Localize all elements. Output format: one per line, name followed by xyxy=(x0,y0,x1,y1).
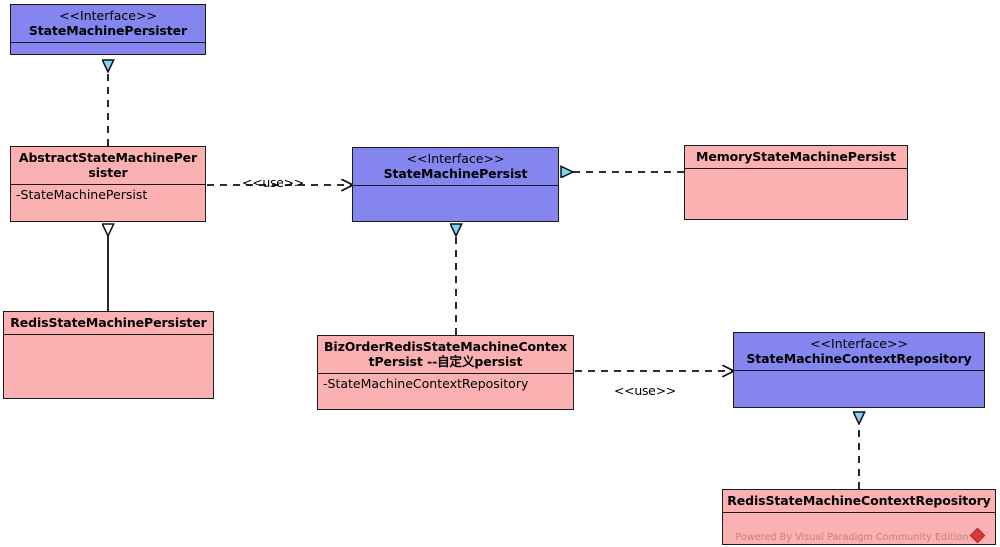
class-attributes xyxy=(11,43,205,54)
class-header: MemoryStateMachinePersist xyxy=(685,146,907,169)
class-header: <<Interface>> StateMachineContextReposit… xyxy=(734,333,984,371)
stereotype-label: <<Interface>> xyxy=(59,8,157,23)
class-attributes xyxy=(353,186,558,221)
uml-class-redis-state-machine-context-repository[interactable]: RedisStateMachineContextRepository Power… xyxy=(722,489,996,545)
uml-class-state-machine-persister-interface[interactable]: <<Interface>> StateMachinePersister xyxy=(10,4,206,55)
edge-label-use-bizorder-repository: <<use>> xyxy=(614,383,676,398)
class-header: AbstractStateMachinePer sister xyxy=(11,147,205,185)
class-name-label: AbstractStateMachinePer sister xyxy=(18,150,198,180)
class-name-label: RedisStateMachineContextRepository xyxy=(727,493,991,508)
class-name-label: BizOrderRedisStateMachineContex tPersist… xyxy=(323,339,568,369)
uml-class-state-machine-context-repository-interface[interactable]: <<Interface>> StateMachineContextReposit… xyxy=(733,332,985,408)
uml-class-biz-order-redis-state-machine-context-persist[interactable]: BizOrderRedisStateMachineContex tPersist… xyxy=(317,335,574,410)
uml-class-abstract-state-machine-persister[interactable]: AbstractStateMachinePer sister -StateMac… xyxy=(10,146,206,222)
attribute-row: -StateMachinePersist xyxy=(16,187,148,202)
vp-watermark-text: Powered By Visual Paradigm Community Edi… xyxy=(735,532,969,543)
class-attributes xyxy=(734,371,984,407)
class-attributes: -StateMachineContextRepository xyxy=(318,374,573,409)
class-header: RedisStateMachineContextRepository xyxy=(723,490,995,513)
class-name-label: StateMachineContextRepository xyxy=(746,351,972,366)
uml-class-redis-state-machine-persister[interactable]: RedisStateMachinePersister xyxy=(3,311,214,399)
class-header: BizOrderRedisStateMachineContex tPersist… xyxy=(318,336,573,374)
attribute-row: -StateMachineContextRepository xyxy=(323,376,529,391)
class-name-label: StateMachinePersister xyxy=(28,23,188,38)
class-name-label: RedisStateMachinePersister xyxy=(10,315,207,330)
uml-class-state-machine-persist-interface[interactable]: <<Interface>> StateMachinePersist xyxy=(352,147,559,222)
edge-label-use-abstract-persist: <<use>> xyxy=(242,175,304,190)
class-attributes: -StateMachinePersist xyxy=(11,185,205,221)
class-header: <<Interface>> StateMachinePersist xyxy=(353,148,558,186)
vp-watermark: Powered By Visual Paradigm Community Edi… xyxy=(723,527,995,544)
stereotype-label: <<Interface>> xyxy=(810,336,908,351)
vp-diamond-icon xyxy=(969,527,985,544)
class-attributes xyxy=(4,335,213,398)
class-header: RedisStateMachinePersister xyxy=(4,312,213,335)
class-attributes xyxy=(685,169,907,219)
stereotype-label: <<Interface>> xyxy=(406,151,505,166)
uml-class-memory-state-machine-persist[interactable]: MemoryStateMachinePersist xyxy=(684,145,908,220)
class-name-label: StateMachinePersist xyxy=(383,166,528,181)
class-header: <<Interface>> StateMachinePersister xyxy=(11,5,205,43)
class-name-label: MemoryStateMachinePersist xyxy=(696,149,896,164)
